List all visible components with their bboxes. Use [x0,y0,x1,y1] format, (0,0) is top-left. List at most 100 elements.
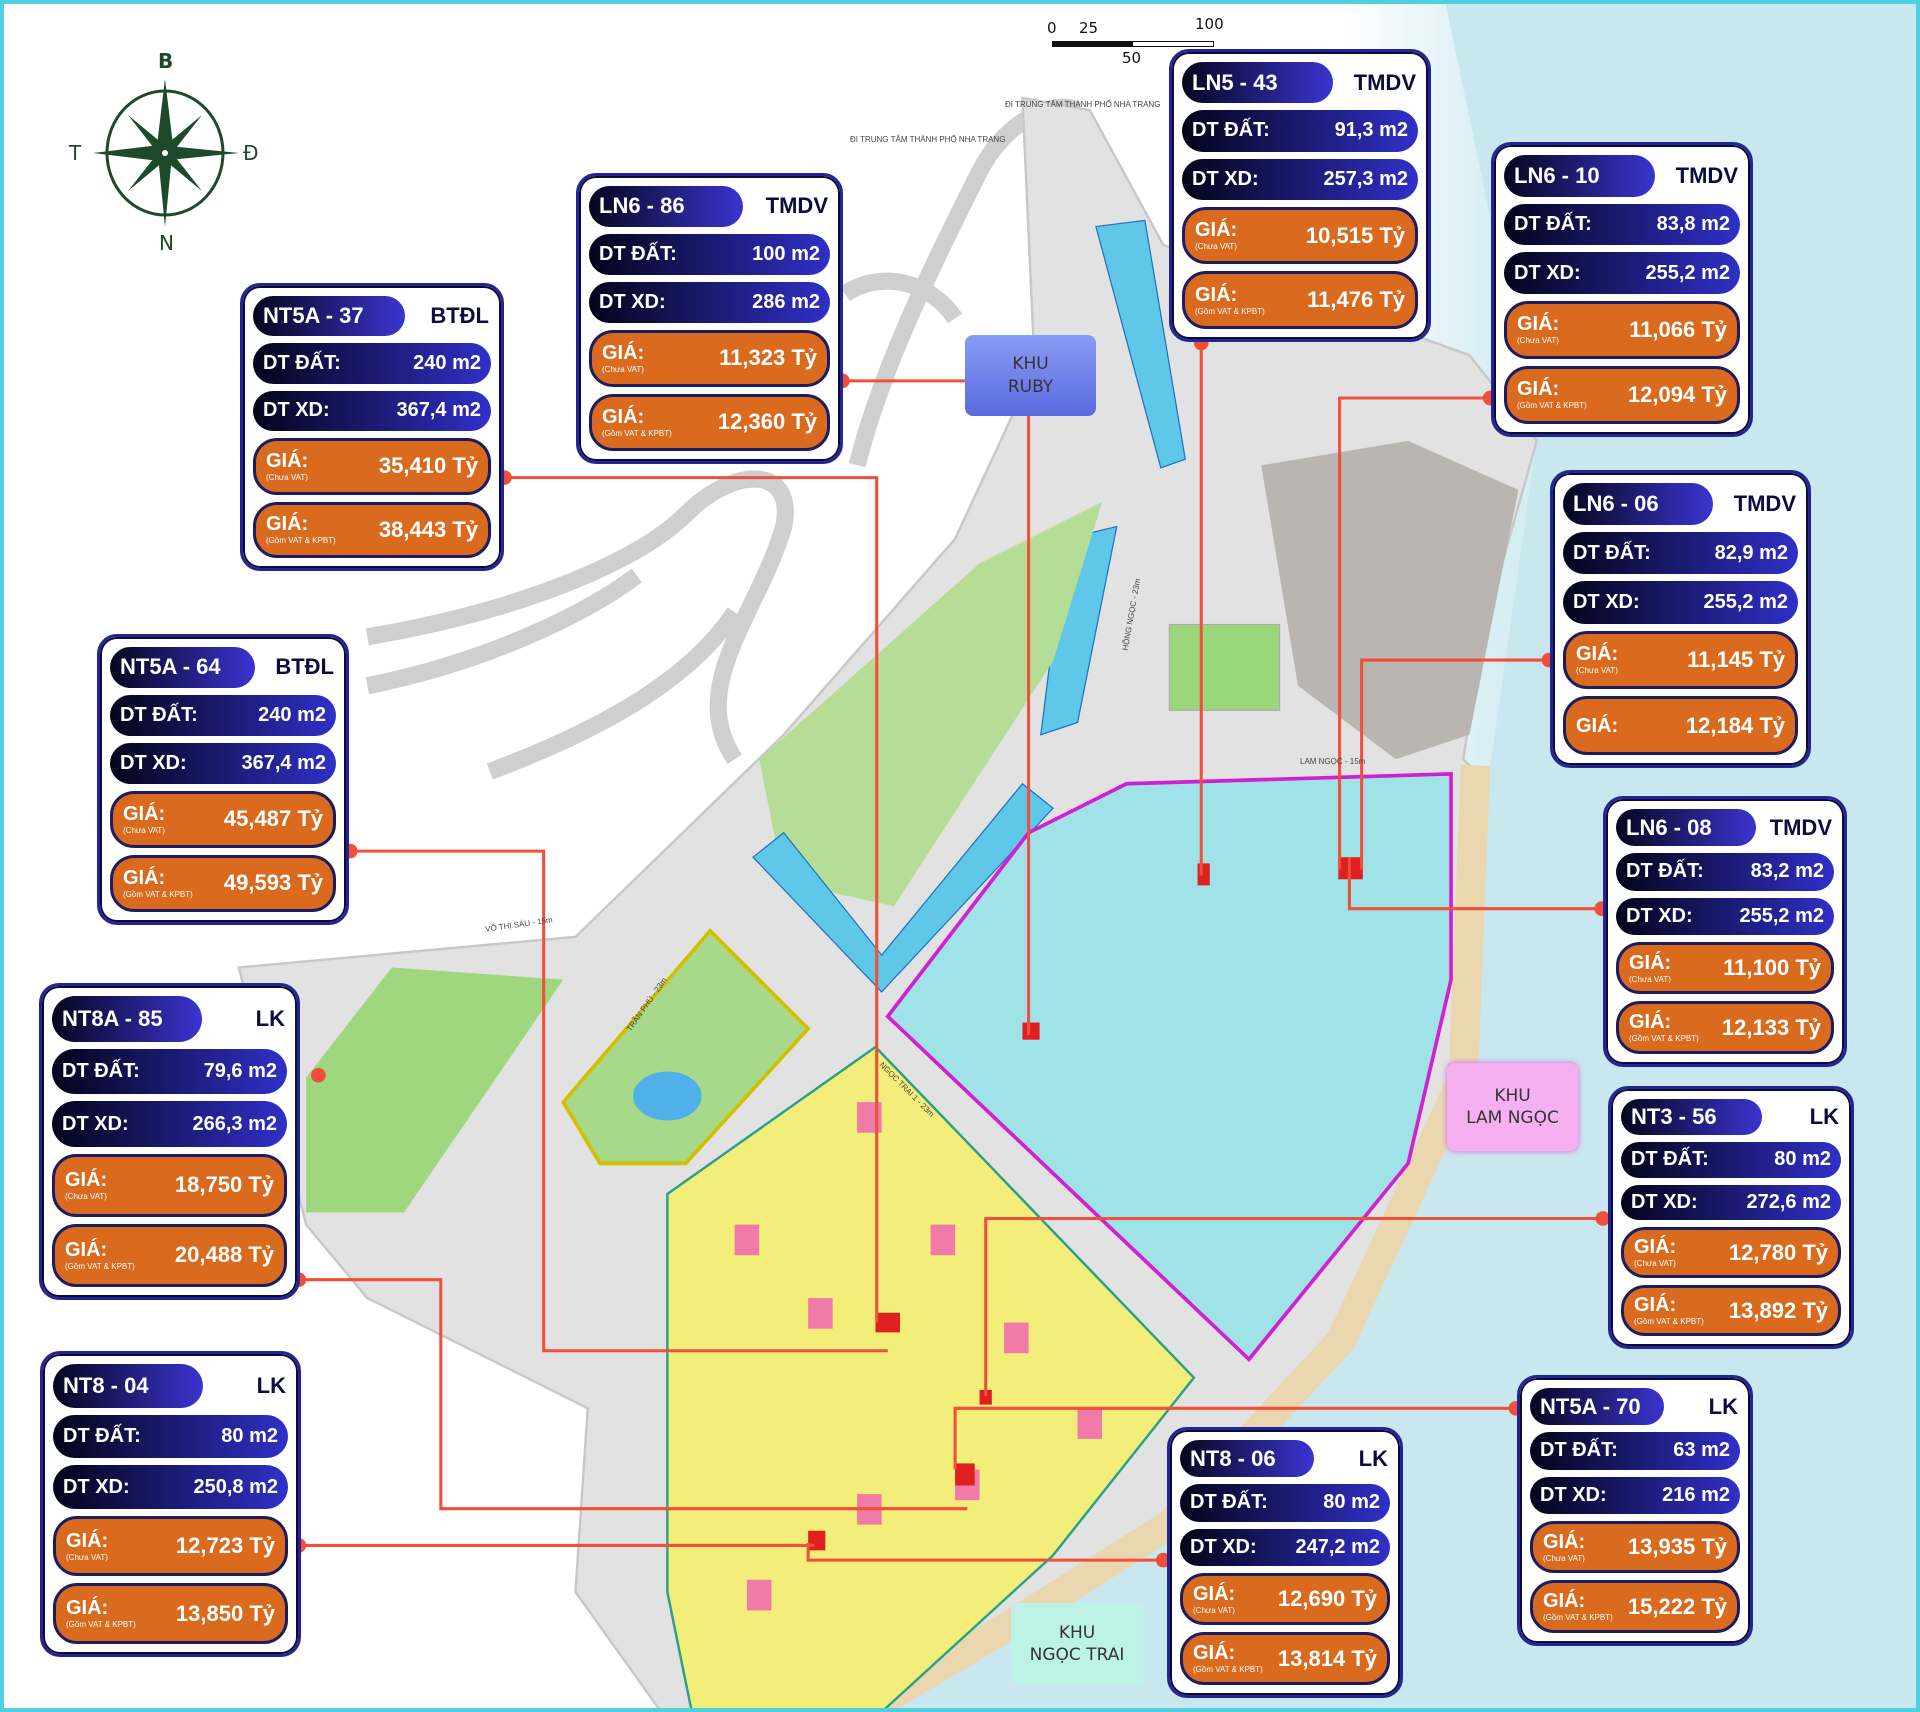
price-label-group: GIÁ:(Gồm VAT & KPBT) [66,1598,136,1629]
lot-type: TMDV [765,193,828,219]
land-area-label: DT ĐẤT: [1514,212,1592,235]
build-area-label: DT XD: [62,1112,129,1135]
price-label-group: GIÁ:(Gồm VAT & KPBT) [1195,285,1265,316]
price-label: GIÁ: [602,341,645,364]
green-park-upper [759,502,1103,907]
land-area-label: DT ĐẤT: [1573,541,1651,564]
price-label: GIÁ: [1629,1011,1672,1034]
price-note: (Gồm VAT & KPBT) [1634,1317,1704,1327]
price-label: GIÁ: [602,405,645,428]
land-area-label: DT ĐẤT: [263,352,341,375]
price-value: 18,750 Tỷ [174,1172,274,1198]
land-area-label: DT ĐẤT: [120,703,198,726]
price-note: (Gồm VAT & KPBT) [1629,1034,1699,1044]
lot-type: TMDV [1353,69,1416,95]
price-label: GIÁ: [1193,1642,1236,1665]
price-note: (Gồm VAT & KPBT) [1195,306,1265,316]
build-area-row: DT XD:255,2 m2 [1504,252,1740,294]
price-row: GIÁ:(Gồm VAT & KPBT)49,593 Tỷ [110,854,336,912]
lot-code: LN6 - 10 [1504,155,1656,197]
price-value: 11,323 Tỷ [719,345,817,371]
build-area-label: DT XD: [1192,167,1259,190]
compass-rose: B N T Đ [69,49,259,255]
lot-code: NT5A - 70 [1530,1388,1665,1426]
price-label: GIÁ: [1517,378,1560,401]
price-row: GIÁ:(Chưa VAT)13,935 Tỷ [1530,1520,1740,1574]
land-area-row: DT ĐẤT:91,3 m2 [1182,110,1418,152]
water-park [561,927,811,1166]
lot-type: LK [255,1005,285,1031]
price-label-group: GIÁ:(Chưa VAT) [123,804,165,835]
price-note: (Chưa VAT) [123,825,165,835]
price-label-group: GIÁ:(Gồm VAT & KPBT) [1629,1012,1699,1043]
build-area-value: 216 m2 [1662,1483,1730,1506]
price-label-group: GIÁ:(Gồm VAT & KPBT) [1543,1591,1613,1622]
lot-type: TMDV [1769,814,1832,840]
price-label-group: GIÁ:(Gồm VAT & KPBT) [1634,1295,1704,1326]
build-area-label: DT XD: [120,751,187,774]
price-value: 12,360 Tỷ [717,409,817,435]
land-area-label: DT ĐẤT: [1190,1491,1268,1514]
price-value: 12,780 Tỷ [1728,1239,1828,1265]
price-label-group: GIÁ:(Chưa VAT) [1193,1584,1235,1615]
price-row: GIÁ:(Chưa VAT)11,323 Tỷ [589,329,830,387]
lot-code: LN6 - 06 [1563,483,1714,526]
price-label-group: GIÁ:(Chưa VAT) [266,451,308,482]
price-value: 35,410 Tỷ [378,453,478,479]
price-label: GIÁ: [1195,219,1238,242]
lot-card[interactable]: LN5 - 43 TMDV DT ĐẤT:91,3 m2 DT XD:257,3 m2… [1169,49,1431,342]
price-value: 13,892 Tỷ [1728,1297,1828,1323]
land-area-row: DT ĐẤT:100 m2 [589,233,830,275]
build-area-label: DT XD: [1190,1535,1257,1558]
price-label-group: GIÁ:(Chưa VAT) [66,1531,108,1562]
price-row: GIÁ:(Chưa VAT)10,515 Tỷ [1182,206,1418,265]
scale-tick: 25 [1079,19,1099,37]
lot-code: LN5 - 43 [1182,62,1334,104]
build-area-label: DT XD: [263,399,330,422]
build-area-label: DT XD: [1631,1191,1698,1214]
land-area-label: DT ĐẤT: [1192,119,1270,142]
street-label: ĐI TRUNG TÂM THÀNH PHỐ NHA TRANG [850,135,1006,144]
zone-line2: NGỌC TRAI [1029,1645,1125,1665]
build-area-row: DT XD:250,8 m2 [53,1465,288,1509]
compass-south: N [159,231,174,255]
price-label-group: GIÁ:(Chưa VAT) [1629,953,1671,984]
price-row: GIÁ:(Gồm VAT & KPBT)13,814 Tỷ [1180,1632,1390,1685]
build-area-value: 367,4 m2 [396,399,481,422]
land-area-value: 240 m2 [413,352,481,375]
build-area-row: DT XD:266,3 m2 [52,1101,287,1147]
price-value: 49,593 Tỷ [223,870,323,896]
price-value: 15,222 Tỷ [1627,1593,1727,1619]
price-label: GIÁ: [1629,951,1672,974]
price-label-group: GIÁ:(Gồm VAT & KPBT) [65,1240,135,1271]
price-label-group: GIÁ:(Gồm VAT & KPBT) [1193,1643,1263,1674]
build-area-value: 286 m2 [752,290,820,313]
build-area-value: 367,4 m2 [241,751,326,774]
build-area-label: DT XD: [1626,904,1693,927]
price-label: GIÁ: [1543,1590,1586,1613]
build-area-row: DT XD:257,3 m2 [1182,158,1418,200]
lot-code: NT5A - 37 [253,296,406,337]
zone-line1: KHU [1058,1622,1096,1643]
compass-west: T [69,141,82,165]
build-area-label: DT XD: [1514,261,1581,284]
build-area-value: 250,8 m2 [193,1475,278,1498]
